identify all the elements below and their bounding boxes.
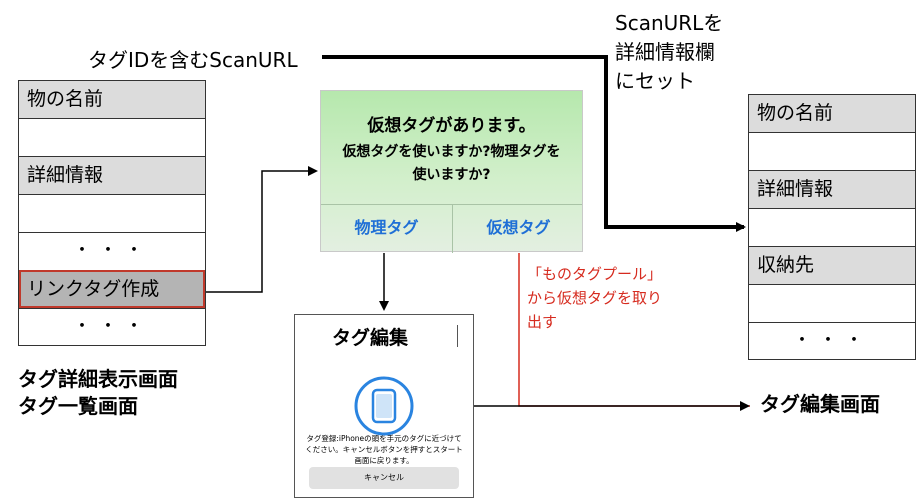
tag-detail-field-list: 物の名前 詳細情報 ・・・ リンクタグ作成 ・・・ xyxy=(18,80,206,346)
create-link-tag-button[interactable]: リンクタグ作成 xyxy=(19,270,205,308)
virtual-tag-button[interactable]: 仮想タグ xyxy=(486,218,551,237)
field-item-name: 物の名前 xyxy=(749,94,915,132)
alert-title: 仮想タグがあります。 xyxy=(367,116,536,136)
link-to-alert-arrow xyxy=(204,166,318,293)
field-item-ellipsis: ・・・ xyxy=(749,322,915,360)
tag-edit-screen-caption: タグ編集画面 xyxy=(760,392,880,416)
saved-field-list: 物の名前 詳細情報 収納先 ・・・ xyxy=(748,94,916,360)
field-item-name: 物の名前 xyxy=(19,80,205,118)
field-item-details: 詳細情報 xyxy=(749,170,915,208)
alert-button-bar: 物理タグ 仮想タグ xyxy=(321,204,582,253)
field-item-details: 詳細情報 xyxy=(19,156,205,194)
left-screen-caption: タグ詳細表示画面 タグ一覧画面 xyxy=(18,366,178,420)
field-item-empty xyxy=(19,194,205,232)
tag-pool-note-line: 出す xyxy=(527,313,558,331)
tag-edit-title: タグ編集 xyxy=(331,327,408,349)
field-item-empty xyxy=(749,208,915,246)
scanurl-set-note-line: にセット xyxy=(615,69,695,93)
field-item-empty xyxy=(749,132,915,170)
tag-pool-note-line: 「ものタグプール」 xyxy=(527,265,663,283)
field-item-storage: 収納先 xyxy=(749,246,915,284)
caption-line: タグ詳細表示画面 xyxy=(18,367,178,391)
scanurl-set-note-line: ScanURLを xyxy=(615,11,724,35)
alert-button-divider xyxy=(452,205,453,253)
text-caret xyxy=(457,325,458,347)
field-item-empty xyxy=(749,284,915,322)
tag-edit-screen: タグ編集 タグ登録:iPhoneの頭を手元のタグに近づけてください。キャンセルボ… xyxy=(294,314,474,498)
scanurl-arrow xyxy=(322,55,746,232)
scanurl-set-note: ScanURLを 詳細情報欄 にセット xyxy=(615,9,723,96)
scanurl-set-note-line: 詳細情報欄 xyxy=(615,40,715,64)
tag-pool-note-line: から仮想タグを取り xyxy=(527,289,663,307)
virtual-tag-alert: 仮想タグがあります。 仮想タグを使いますか?物理タグを使いますか? 物理タグ 仮… xyxy=(320,90,583,253)
field-item-ellipsis: ・・・ xyxy=(19,232,205,270)
tag-pool-note: 「ものタグプール」 から仮想タグを取り 出す xyxy=(527,262,662,334)
scanurl-note: タグIDを含むScanURL xyxy=(88,48,298,72)
physical-tag-button[interactable]: 物理タグ xyxy=(354,218,419,237)
iphone-scan-icon xyxy=(354,376,414,436)
cancel-button[interactable]: キャンセル xyxy=(309,467,459,489)
alert-message: 仮想タグを使いますか?物理タグを使いますか? xyxy=(342,144,561,183)
field-item-empty xyxy=(19,118,205,156)
tag-edit-message: タグ登録:iPhoneの頭を手元のタグに近づけてください。キャンセルボタンを押す… xyxy=(305,434,463,465)
caption-line: タグ一覧画面 xyxy=(18,394,138,418)
field-item-ellipsis: ・・・ xyxy=(19,308,205,346)
